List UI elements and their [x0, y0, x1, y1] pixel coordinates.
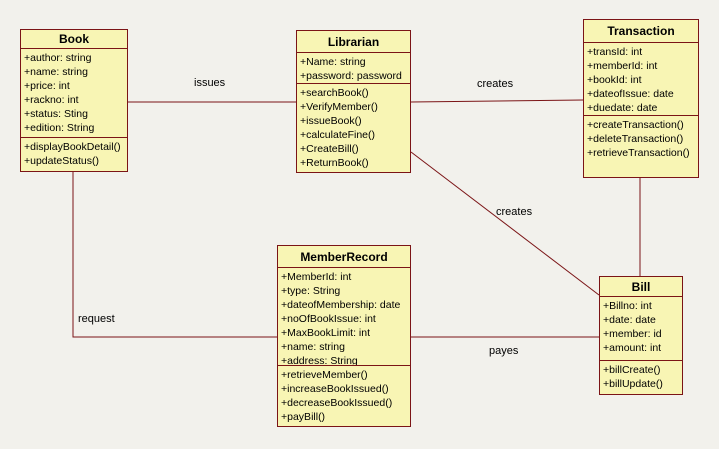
class-box-bill: Bill +Billno: int +date: date +member: i…: [599, 276, 683, 395]
method: +issueBook(): [300, 115, 362, 127]
attribute: +Name: string: [300, 56, 366, 68]
method: +calculateFine(): [300, 129, 375, 141]
method: +payBill(): [281, 411, 326, 423]
attribute: +date: date: [603, 314, 656, 326]
method: +decreaseBookIssued(): [281, 397, 393, 409]
association-label-request: request: [78, 313, 115, 325]
attribute: +type: String: [281, 285, 341, 297]
class-title: Transaction: [584, 20, 698, 43]
method: +CreateBill(): [300, 143, 359, 155]
request-association-line: [72, 172, 277, 338]
class-box-librarian: Librarian +Name: string +password: passw…: [296, 30, 411, 173]
method: +searchBook(): [300, 87, 369, 99]
method: +billUpdate(): [603, 378, 663, 390]
attribute: +memberId: int: [587, 60, 658, 72]
attribute: +Billno: int: [603, 300, 652, 312]
methods-compartment: +displayBookDetail() +updateStatus(): [21, 138, 127, 170]
method: +billCreate(): [603, 364, 661, 376]
attribute: +edition: String: [24, 122, 95, 134]
methods-compartment: +retrieveMember() +increaseBookIssued() …: [278, 366, 410, 426]
attribute: +rackno: int: [24, 94, 79, 106]
class-box-memberrecord: MemberRecord +MemberId: int +type: Strin…: [277, 245, 411, 427]
attribute: +name: string: [24, 66, 88, 78]
attribute: +bookId: int: [587, 74, 642, 86]
association-label-creates-bill: creates: [496, 206, 533, 218]
class-title: Bill: [600, 277, 682, 297]
attributes-compartment: +MemberId: int +type: String +dateofMemb…: [278, 268, 410, 366]
creates-transaction-association-line: [410, 99, 584, 103]
attribute: +password: password: [300, 70, 402, 82]
method: +deleteTransaction(): [587, 133, 684, 145]
creates-bill-association-line: [410, 151, 600, 296]
attributes-compartment: +transId: int +memberId: int +bookId: in…: [584, 43, 698, 116]
attribute: +noOfBookIssue: int: [281, 313, 376, 325]
method: +displayBookDetail(): [24, 141, 121, 153]
attribute: +price: int: [24, 80, 70, 92]
method: +increaseBookIssued(): [281, 383, 389, 395]
attribute: +address: String: [281, 355, 358, 366]
association-label-creates-transaction: creates: [477, 78, 514, 90]
class-box-transaction: Transaction +transId: int +memberId: int…: [583, 19, 699, 178]
attribute: +member: id: [603, 328, 662, 340]
association-label-payes: payes: [489, 345, 519, 357]
method: +retrieveTransaction(): [587, 147, 690, 159]
attribute: +MaxBookLimit: int: [281, 327, 370, 339]
attribute: +name: string: [281, 341, 345, 353]
attribute: +MemberId: int: [281, 271, 352, 283]
methods-compartment: +billCreate() +billUpdate(): [600, 361, 682, 393]
class-box-book: Book +author: string +name: string +pric…: [20, 29, 128, 172]
method: +createTransaction(): [587, 119, 684, 131]
attribute: +amount: int: [603, 342, 662, 354]
attributes-compartment: +Name: string +password: password: [297, 53, 410, 84]
class-title: MemberRecord: [278, 246, 410, 268]
attributes-compartment: +Billno: int +date: date +member: id +am…: [600, 297, 682, 361]
attribute: +transId: int: [587, 46, 643, 58]
class-title: Book: [21, 30, 127, 49]
attribute: +dateofMembership: date: [281, 299, 401, 311]
method: +VerifyMember(): [300, 101, 378, 113]
method: +ReturnBook(): [300, 157, 369, 169]
attribute: +duedate: date: [587, 102, 658, 114]
method: +updateStatus(): [24, 155, 100, 167]
method: +retrieveMember(): [281, 369, 368, 381]
attribute: +dateofIssue: date: [587, 88, 674, 100]
attribute: +author: string: [24, 52, 92, 64]
attributes-compartment: +author: string +name: string +price: in…: [21, 49, 127, 138]
association-label-issues: issues: [194, 77, 226, 89]
class-title: Librarian: [297, 31, 410, 53]
methods-compartment: +searchBook() +VerifyMember() +issueBook…: [297, 84, 410, 172]
attribute: +status: Sting: [24, 108, 88, 120]
methods-compartment: +createTransaction() +deleteTransaction(…: [584, 116, 698, 162]
